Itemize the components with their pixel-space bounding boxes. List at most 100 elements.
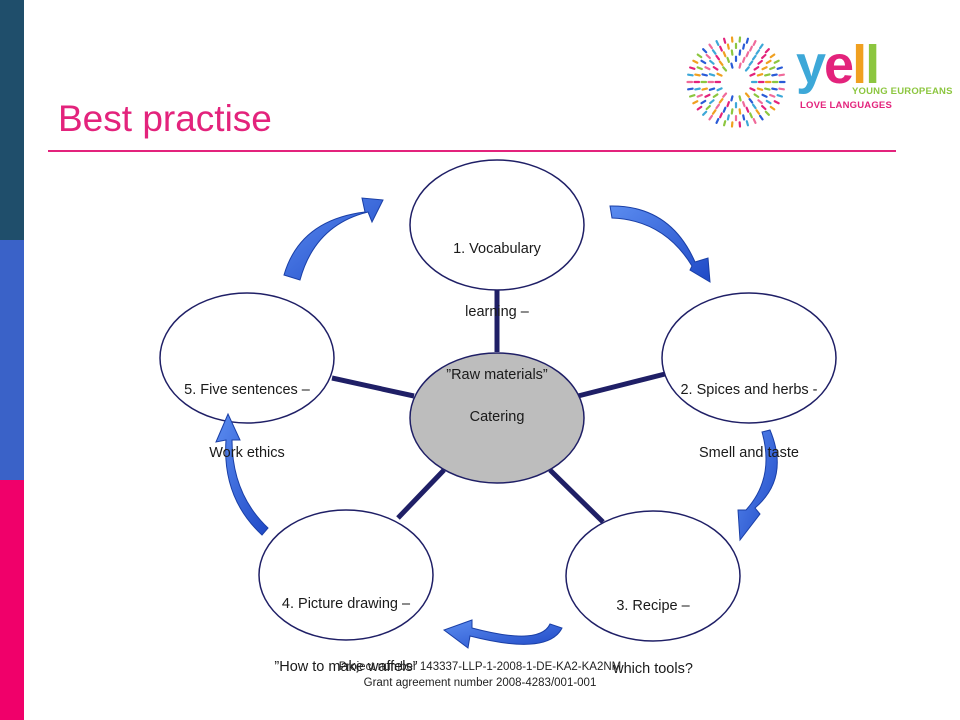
logo-ray [689, 66, 696, 70]
logo-ray [730, 62, 734, 69]
logo-ray [753, 66, 760, 71]
logo-ray [711, 109, 717, 115]
logo-ray [752, 40, 757, 47]
logo-ray [701, 87, 708, 91]
logo-ray [726, 114, 730, 121]
logo-ray [687, 87, 694, 91]
logo-ray [708, 114, 714, 121]
yell-logo-sunburst-icon [686, 36, 786, 128]
logo-ray [689, 94, 696, 98]
logo-ray [764, 110, 770, 116]
logo-ray [722, 66, 728, 72]
logo-ray [696, 53, 703, 59]
node-4-ellipse [258, 509, 434, 641]
logo-ray [708, 87, 716, 91]
logo-ray [711, 49, 717, 55]
node-3-line-1: 3. Recipe – [616, 598, 690, 614]
logo-ray [769, 53, 776, 59]
logo-ray [694, 87, 701, 91]
node-3-line-2: which tools? [613, 661, 693, 677]
logo-ray [715, 40, 720, 47]
logo-ray [745, 106, 750, 113]
logo-tagline-1: YOUNG EUROPEANS [852, 86, 953, 97]
logo-ray [738, 108, 742, 115]
logo-ray [771, 87, 778, 91]
logo-ray [730, 49, 734, 56]
logo-ray [702, 48, 708, 54]
footer-project-number: Project number 143337-LLP-1-2008-1-DE-KA… [338, 661, 622, 673]
arrow-1-to-2-icon [609, 205, 711, 283]
logo-ray [718, 60, 724, 66]
logo-ray [696, 66, 703, 71]
logo-ray [718, 98, 724, 104]
logo-ray [773, 59, 780, 64]
side-bar-blue [0, 240, 24, 480]
node-4-line-2: ”How to make waffels” [274, 659, 418, 675]
logo-ray [726, 101, 730, 108]
logo-ray [692, 100, 699, 105]
logo-ray [696, 105, 703, 111]
spoke-4 [396, 468, 446, 520]
logo-ray [722, 92, 728, 98]
logo-ray [751, 103, 757, 110]
logo-ray [758, 114, 764, 121]
logo-ray [745, 37, 750, 44]
logo-ray [726, 56, 730, 63]
logo-ray [702, 110, 708, 116]
footer-grant-number: Grant agreement number 2008-4283/001-001 [363, 677, 597, 689]
logo-ray [700, 99, 707, 105]
logo-ray [749, 87, 756, 92]
logo-ray [715, 54, 721, 61]
logo-ray [742, 101, 746, 108]
title-underline [48, 150, 896, 152]
logo-ray [708, 43, 714, 50]
logo-ray [730, 108, 734, 115]
logo-ray [705, 53, 711, 60]
logo-ray [715, 117, 720, 124]
node-2-ellipse [661, 292, 837, 424]
logo-ray [730, 95, 734, 102]
logo-ray [738, 95, 742, 102]
logo-ray [738, 62, 742, 69]
logo-ray [694, 73, 701, 77]
logo-ray [709, 99, 715, 105]
logo-ray [753, 93, 760, 98]
logo-ray [704, 93, 711, 98]
logo-ray [701, 73, 708, 77]
logo-ray [716, 72, 723, 77]
logo-ray [719, 112, 723, 119]
logo-ray [705, 104, 711, 111]
logo-ray [748, 60, 754, 66]
logo-ray [757, 59, 763, 65]
node-2-line-2: Smell and taste [699, 445, 799, 461]
node-4-label: 4. Picture drawing – ”How to make waffel… [256, 552, 436, 699]
logo-ray [769, 93, 776, 98]
arrow-2-to-3-icon [737, 429, 778, 542]
logo-ray [722, 51, 727, 58]
logo-tagline-2: LOVE LANGUAGES [800, 100, 893, 111]
logo-ray [742, 56, 746, 63]
logo-ray [742, 43, 746, 50]
spoke-2 [577, 371, 666, 399]
logo-ray [722, 106, 727, 113]
logo-ray [756, 73, 764, 77]
logo-ray [700, 59, 707, 65]
logo-ray [744, 66, 750, 72]
logo-ray [761, 53, 767, 60]
node-2-label: 2. Spices and herbs - Smell and taste [664, 338, 834, 485]
logo-ray [749, 112, 753, 119]
node-3-ellipse [565, 510, 741, 642]
logo-ray [778, 73, 785, 77]
logo-ray [765, 59, 772, 65]
center-label: Catering [469, 409, 525, 425]
logo-ray [756, 87, 764, 91]
logo-ray [712, 66, 719, 71]
logo-ray [696, 93, 703, 98]
node-3-label: 3. Recipe – which tools? [573, 554, 733, 701]
logo-ray [692, 59, 699, 64]
node-1-ellipse [409, 159, 585, 291]
logo-ray [761, 93, 768, 98]
logo-ray [755, 109, 761, 115]
logo-ray [722, 120, 727, 127]
